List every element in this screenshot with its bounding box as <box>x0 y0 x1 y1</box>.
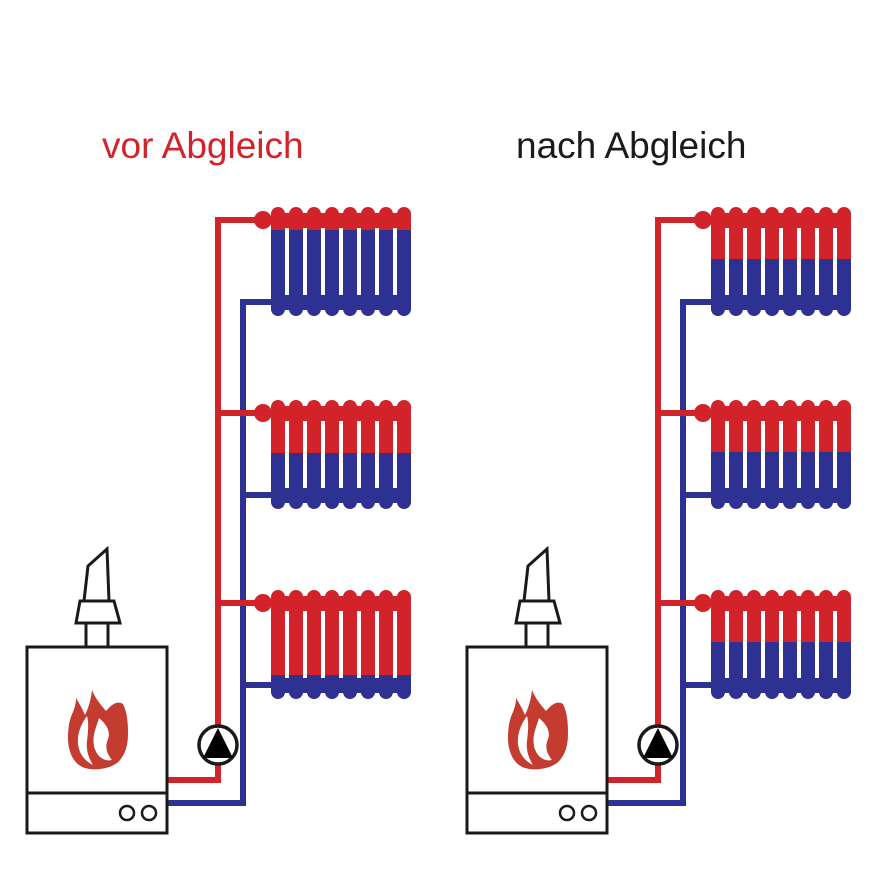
return-pipe <box>167 299 271 806</box>
flame-icon <box>68 690 128 770</box>
flame-icon <box>508 690 568 770</box>
boiler-knob <box>140 804 158 822</box>
system-after <box>465 207 851 835</box>
radiator-header <box>271 213 411 228</box>
chimney-flue-icon <box>74 599 122 625</box>
valve-dot <box>254 404 272 422</box>
radiator-header <box>711 406 851 421</box>
valve-dot <box>254 594 272 612</box>
radiator-footer <box>711 295 851 310</box>
boiler-knob <box>558 804 576 822</box>
chimney-pipe-icon <box>82 545 111 603</box>
radiator-header <box>711 213 851 228</box>
radiator-header <box>711 596 851 611</box>
radiator-footer <box>711 488 851 503</box>
radiator-footer <box>271 295 411 310</box>
boiler-knob <box>118 804 136 822</box>
chimney-pipe-icon <box>522 545 551 603</box>
pump-triangle-icon <box>643 728 673 758</box>
chimney-flue-icon <box>514 599 562 625</box>
valve-dot <box>694 404 712 422</box>
valve-dot <box>254 211 272 229</box>
boiler-body <box>25 645 169 835</box>
pump-triangle-icon <box>203 728 233 758</box>
radiator-bottom <box>271 590 411 699</box>
boiler <box>465 545 609 835</box>
radiator-footer <box>271 678 411 693</box>
valve-dot <box>694 211 712 229</box>
pump <box>197 724 239 766</box>
radiator-header <box>271 596 411 611</box>
radiator-bottom <box>711 590 851 699</box>
title-after-balancing: nach Abgleich <box>516 125 747 166</box>
radiator-footer <box>711 678 851 693</box>
boiler-knob <box>580 804 598 822</box>
system-before <box>25 207 411 835</box>
radiator-top <box>711 207 851 316</box>
title-before-balancing: vor Abgleich <box>102 125 304 166</box>
return-pipe <box>607 299 711 806</box>
boiler-body <box>465 645 609 835</box>
pump <box>637 724 679 766</box>
radiator-top <box>271 207 411 316</box>
radiator-middle <box>271 400 411 509</box>
radiator-header <box>271 406 411 421</box>
radiator-footer <box>271 488 411 503</box>
boiler <box>25 545 169 835</box>
radiator-middle <box>711 400 851 509</box>
valve-dot <box>694 594 712 612</box>
